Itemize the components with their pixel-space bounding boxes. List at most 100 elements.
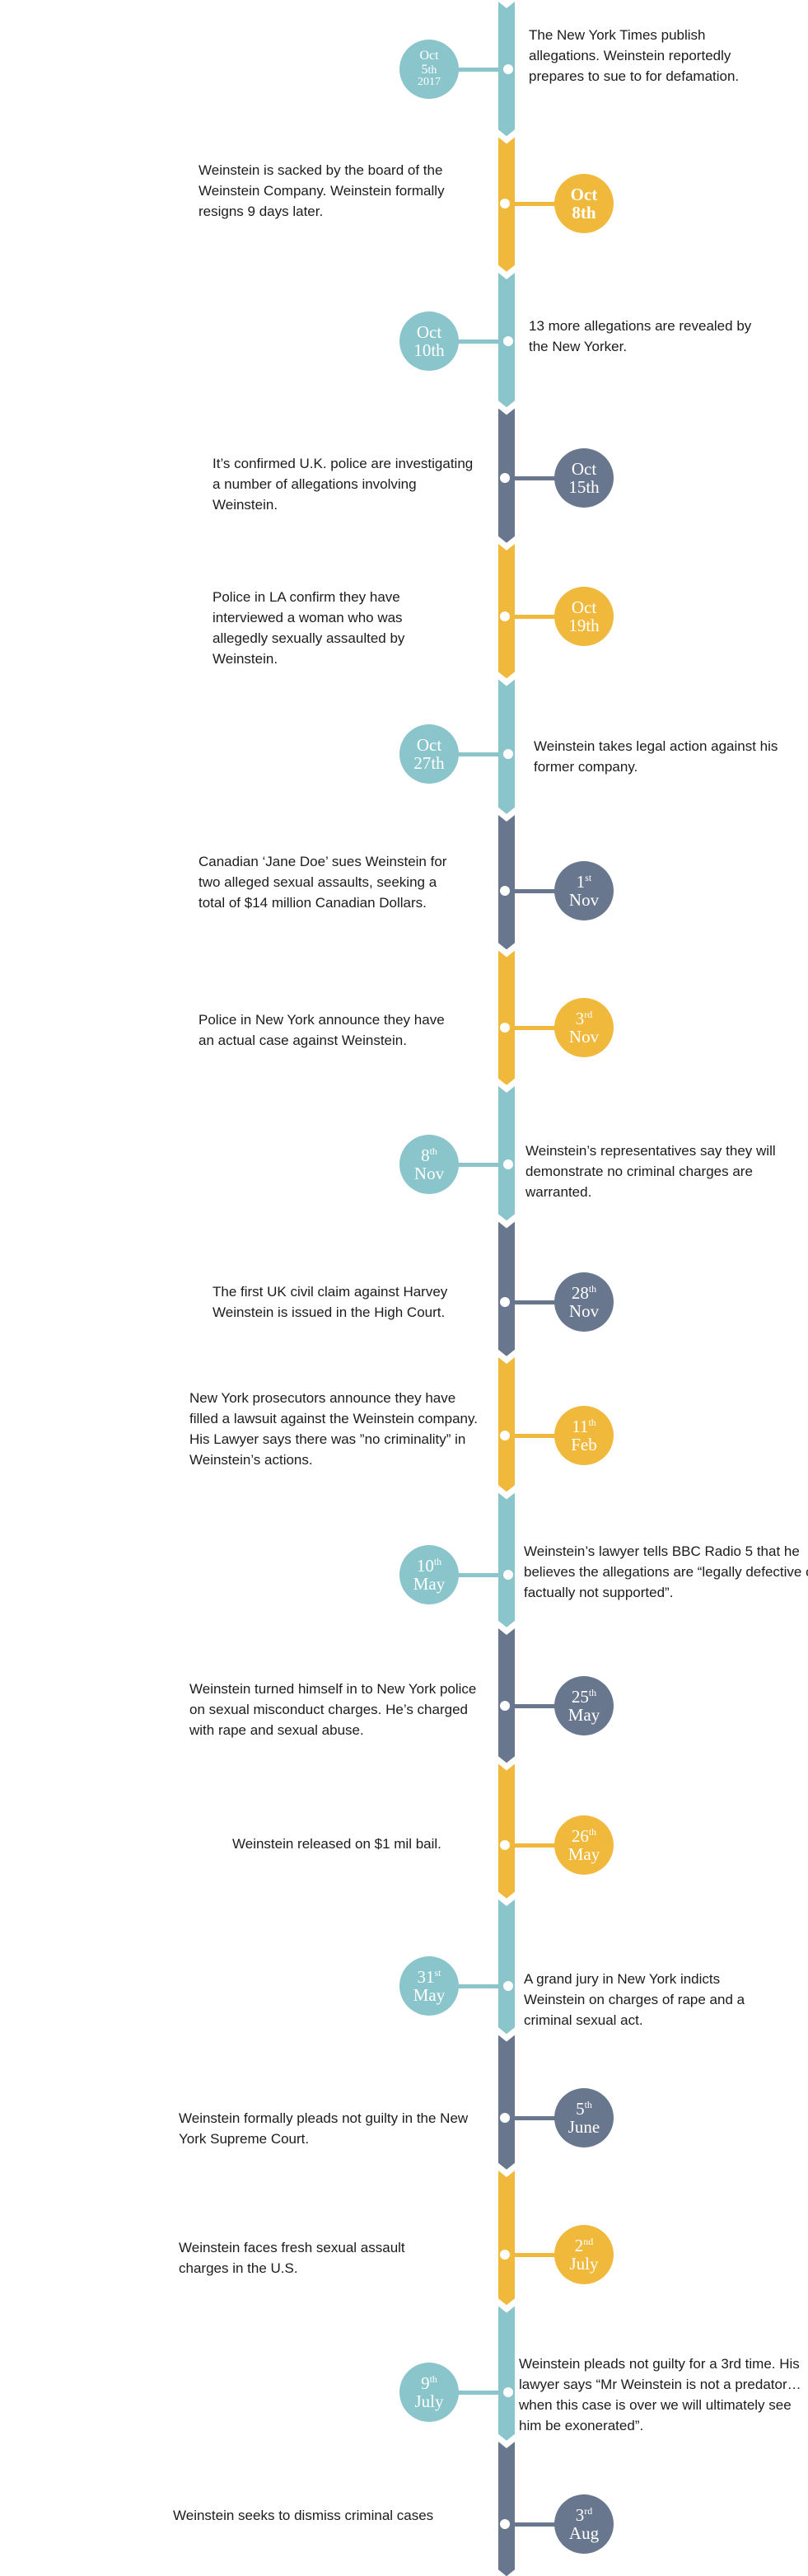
event-description: Weinstein seeks to dismiss criminal case… bbox=[173, 2508, 434, 2523]
event-description: Weinstein pleads not guilty for a 3rd ti… bbox=[519, 2356, 801, 2433]
date-day-suffix: th bbox=[433, 1555, 442, 1567]
timeline-connector bbox=[515, 1843, 559, 1848]
date-day-number: 19 bbox=[568, 616, 586, 635]
date-day: 1st bbox=[577, 873, 592, 891]
timeline-segment bbox=[498, 2171, 515, 2305]
date-day-number: 10 bbox=[416, 1555, 434, 1576]
date-month: Oct bbox=[571, 597, 597, 617]
event-description: 13 more allegations are revealed by the … bbox=[529, 318, 752, 354]
date-month: Oct bbox=[570, 184, 598, 204]
date-year: 2017 bbox=[418, 76, 441, 89]
timeline-segment bbox=[498, 1764, 515, 1899]
timeline-connector bbox=[454, 752, 498, 756]
date-day: 10th bbox=[413, 341, 444, 359]
timeline-segment bbox=[498, 1628, 515, 1763]
timeline-segment bbox=[498, 2307, 515, 2441]
date-day-suffix: nd bbox=[583, 2235, 594, 2247]
date-day-suffix: th bbox=[580, 203, 596, 222]
date-day: 3rd bbox=[576, 1009, 593, 1028]
timeline-connector bbox=[515, 888, 559, 893]
date-month: Oct bbox=[571, 458, 597, 479]
timeline-connector bbox=[515, 1025, 559, 1030]
timeline-dot bbox=[500, 1840, 510, 1850]
timeline-connector bbox=[454, 1162, 498, 1167]
date-day: 10th bbox=[417, 1557, 441, 1575]
event-description: Weinstein formally pleads not guilty in … bbox=[179, 2110, 469, 2147]
timeline-dot bbox=[500, 1431, 510, 1440]
date-month: Oct bbox=[416, 734, 442, 755]
date-day-suffix: th bbox=[431, 340, 445, 360]
date-day-number: 26 bbox=[571, 1825, 589, 1846]
date-day: 27th bbox=[413, 754, 444, 772]
timeline-dot bbox=[500, 2250, 510, 2260]
date-month: Nov bbox=[413, 1164, 445, 1183]
timeline-segment bbox=[498, 2442, 515, 2576]
timeline-dot bbox=[500, 2113, 510, 2123]
date-day-suffix: th bbox=[427, 63, 437, 77]
timeline-dot bbox=[500, 1023, 510, 1033]
event-description: Police in LA confirm they have interview… bbox=[213, 589, 405, 667]
date-day-number: 3 bbox=[575, 2504, 585, 2525]
date-month: May bbox=[567, 1844, 600, 1864]
date-day-suffix: st bbox=[585, 871, 592, 883]
date-month: July bbox=[569, 2254, 599, 2274]
event-description: Weinstein released on $1 mil bail. bbox=[232, 1836, 441, 1852]
timeline-dot bbox=[500, 2519, 510, 2529]
event-description: New York prosecutors announce they have … bbox=[189, 1390, 478, 1468]
date-day: 31st bbox=[417, 1968, 441, 1986]
timeline-segment bbox=[498, 1493, 515, 1628]
date-day: 19th bbox=[568, 616, 599, 635]
date-day-number: 2 bbox=[574, 2235, 584, 2255]
date-day-suffix: th bbox=[429, 1145, 437, 1157]
date-day-suffix: rd bbox=[584, 2504, 593, 2517]
date-day: 11th bbox=[572, 1417, 596, 1436]
timeline-segment bbox=[498, 544, 515, 678]
timeline-dot bbox=[503, 1159, 513, 1169]
event-description: Weinstein is sacked by the board of the … bbox=[198, 162, 445, 219]
date-day-number: 28 bbox=[571, 1282, 589, 1303]
timeline-connector bbox=[454, 2390, 498, 2395]
timeline-connector bbox=[515, 614, 559, 619]
date-month: Oct bbox=[419, 48, 439, 63]
date-day-suffix: th bbox=[429, 2372, 437, 2385]
date-day: 8th bbox=[421, 1146, 437, 1164]
date-month: Nov bbox=[568, 1027, 600, 1047]
date-day-number: 1 bbox=[576, 871, 586, 892]
timeline-connector bbox=[515, 1300, 559, 1304]
date-month: July bbox=[414, 2391, 444, 2411]
timeline-segment bbox=[498, 1899, 515, 2034]
timeline-connector bbox=[454, 339, 498, 344]
timeline-segment bbox=[498, 1222, 515, 1356]
timeline-connector bbox=[515, 1703, 559, 1708]
timeline-dot bbox=[500, 199, 510, 208]
timeline-connector bbox=[454, 67, 498, 72]
timeline-segment bbox=[498, 2035, 515, 2170]
timeline-dot bbox=[503, 2387, 513, 2397]
event-description: The first UK civil claim against Harvey … bbox=[213, 1284, 448, 1320]
date-day: 25th bbox=[572, 1688, 596, 1706]
date-day: 8th bbox=[572, 204, 595, 222]
date-day: 26th bbox=[572, 1827, 596, 1845]
date-day: 9th bbox=[421, 2374, 437, 2392]
date-day-number: 5 bbox=[576, 2098, 585, 2119]
date-month: May bbox=[567, 1705, 600, 1725]
timeline-segment bbox=[498, 1086, 515, 1220]
date-day-number: 31 bbox=[417, 1966, 435, 1987]
date-day-suffix: th bbox=[588, 1686, 597, 1698]
timeline-connector bbox=[515, 201, 559, 206]
timeline-connector bbox=[454, 1572, 498, 1577]
timeline-connector bbox=[515, 2522, 559, 2527]
event-description: A grand jury in New York indicts Weinste… bbox=[524, 1971, 745, 2028]
date-day-number: 3 bbox=[575, 1008, 585, 1028]
date-day-suffix: th bbox=[586, 616, 600, 635]
